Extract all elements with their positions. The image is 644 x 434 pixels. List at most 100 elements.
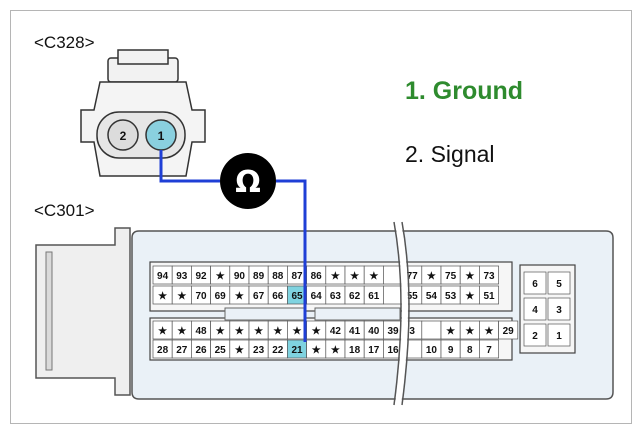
c301-pin-93-label: 93 <box>176 271 188 282</box>
c301-pin-7-label: 7 <box>486 345 492 356</box>
legend-signal: 2. Signal <box>405 141 495 167</box>
c301-pin-53-label: 53 <box>445 291 457 302</box>
c301-small-pin-2-label: 2 <box>532 331 538 342</box>
c301-pin-40-label: 40 <box>368 326 380 337</box>
c301-pin-blank-label: ★ <box>216 271 225 282</box>
c301-small-pin-6-cell <box>523 271 547 295</box>
c301-pin-blank-label: ★ <box>312 345 321 356</box>
c301-small-pin-2-cell <box>523 323 547 347</box>
connector-c328: 2 1 <box>80 49 206 177</box>
c301-pin-54-label: 54 <box>426 291 438 302</box>
c301-pin-42-label: 42 <box>330 326 342 337</box>
c301-pin-90-label: 90 <box>234 271 246 282</box>
c301-pin-51-label: 51 <box>483 291 495 302</box>
c301-small-pin-3-label: 3 <box>556 305 562 316</box>
c301-pin-17-label: 17 <box>368 345 380 356</box>
c301-pin-10-label: 10 <box>426 345 438 356</box>
wiring: Ω <box>159 150 307 342</box>
c301-pin-blank-label: ★ <box>177 291 186 302</box>
c301-pin-blank-label: ★ <box>158 326 167 337</box>
c328-pin-2-label: 2 <box>120 129 127 143</box>
c301-pin-64-label: 64 <box>311 291 323 302</box>
ohmmeter <box>220 153 276 209</box>
c301-pin-blank-label: ★ <box>235 326 244 337</box>
c301-pin-25-label: 25 <box>215 345 227 356</box>
c301-pin-29-label: 29 <box>503 326 515 337</box>
c301-pin-65-label: 65 <box>291 291 303 302</box>
c301-pin-blank-label: ★ <box>235 291 244 302</box>
c301-pin-89-label: 89 <box>253 271 265 282</box>
c301-pin-blank-label: ★ <box>331 345 340 356</box>
c301-pin-41-label: 41 <box>349 326 361 337</box>
break-line-left <box>393 221 402 406</box>
c301-pin-gap-cell <box>421 320 442 340</box>
c301-pin-94-label: 94 <box>157 271 169 282</box>
c301-key-left <box>224 307 306 321</box>
break-gap <box>395 222 408 405</box>
c301-pin-29-cell <box>498 320 519 340</box>
c301-pin-51-cell <box>479 285 499 305</box>
c301-pin-69-label: 69 <box>215 291 227 302</box>
c301-pin-75-label: 75 <box>445 271 457 282</box>
c301-pin-70-label: 70 <box>195 291 207 302</box>
c301-small-pin-1-cell <box>547 323 571 347</box>
c301-pin-8-label: 8 <box>467 345 473 356</box>
c301-pin-77-label: 77 <box>407 271 419 282</box>
c301-pin-92-label: 92 <box>195 271 207 282</box>
c301-pin-67-label: 67 <box>253 291 265 302</box>
c301-pin-blank-label: ★ <box>369 271 378 282</box>
c301-pin-blank-label: ★ <box>254 326 263 337</box>
wire-pin1-to-meter <box>159 150 220 183</box>
c301-pin-18-label: 18 <box>349 345 361 356</box>
c301-small-pin-4-cell <box>523 297 547 321</box>
c301-pin-87-label: 87 <box>291 271 303 282</box>
c301-pin-blank-label: ★ <box>331 271 340 282</box>
c301-pin-blank-label: ★ <box>235 345 244 356</box>
c301-pin-27-label: 27 <box>176 345 188 356</box>
c301-pin-88-label: 88 <box>272 271 284 282</box>
c301-pin-blank-label: ★ <box>465 326 474 337</box>
c301-plug <box>35 227 131 396</box>
c328-pin-1-label: 1 <box>158 129 165 143</box>
c301-pin-39-label: 39 <box>387 326 399 337</box>
c301-pin-gap-cell <box>383 285 403 305</box>
c301-pin-blank-label: ★ <box>312 326 321 337</box>
c301-pin-blank-label: ★ <box>485 326 494 337</box>
c301-pin-26-label: 26 <box>195 345 207 356</box>
ohmmeter-omega-icon: Ω <box>235 165 261 200</box>
c301-pin-blank-label: ★ <box>446 326 455 337</box>
c301-pin-blank-label: ★ <box>273 326 282 337</box>
c301-pin-blank-label: ★ <box>158 291 167 302</box>
c301-pin-3-label: 3 <box>409 326 415 337</box>
c301-pin-55-label: 55 <box>407 291 419 302</box>
c301-pin-86-label: 86 <box>311 271 323 282</box>
c301-key-right <box>314 307 401 321</box>
c301-pin-blank-label: ★ <box>293 326 302 337</box>
c301-pin-48-label: 48 <box>195 326 207 337</box>
c301-small-pin-5-cell <box>547 271 571 295</box>
c301-pin-22-label: 22 <box>272 345 284 356</box>
c301-pin-63-label: 63 <box>330 291 342 302</box>
c301-pin-73-cell <box>479 265 499 285</box>
c301-pin-blank-label: ★ <box>350 271 359 282</box>
c301-pin-73-label: 73 <box>483 271 495 282</box>
c301-pin-9-label: 9 <box>448 345 454 356</box>
connector-c328-label: <C328> <box>34 33 95 52</box>
c301-pin-61-label: 61 <box>368 291 380 302</box>
legend-ground: 1. Ground <box>405 77 524 105</box>
c301-small-pin-5-label: 5 <box>556 279 562 290</box>
c301-pin-blank-label: ★ <box>465 291 474 302</box>
c301-pin-23-label: 23 <box>253 345 265 356</box>
c301-pin-21-label: 21 <box>291 345 303 356</box>
break-line-right <box>401 221 410 406</box>
c301-pin-66-label: 66 <box>272 291 284 302</box>
c301-small-pin-1-label: 1 <box>556 331 562 342</box>
wire-meter-to-pin21 <box>276 179 307 342</box>
c301-pin-28-label: 28 <box>157 345 169 356</box>
c301-pin-7-cell <box>479 339 499 359</box>
c301-small-pin-3-cell <box>547 297 571 321</box>
